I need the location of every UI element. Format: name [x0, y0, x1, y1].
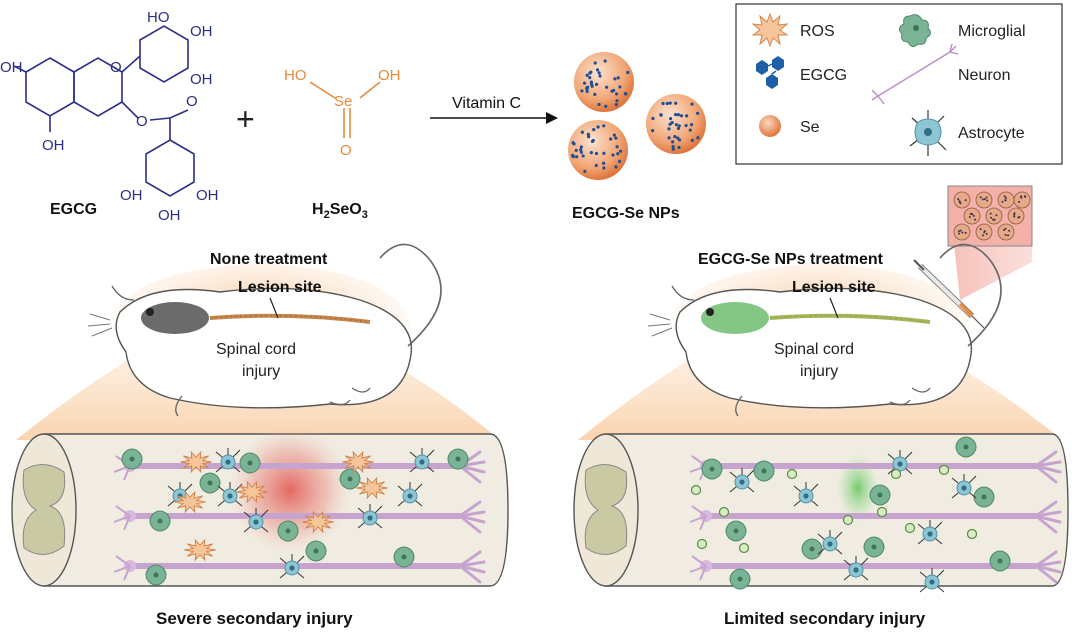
atom-oh-gallate-right: OH — [196, 187, 219, 204]
left-lesion-label: Lesion site — [238, 279, 322, 296]
nanoparticle-1 — [574, 52, 634, 112]
right-caption: Limited secondary injury — [724, 609, 926, 628]
atom-oh-acid: OH — [378, 67, 401, 84]
np-box-particles — [953, 191, 1031, 241]
se-icon — [759, 115, 781, 137]
atom-ho-acid: HO — [284, 67, 307, 84]
left-cells — [113, 448, 486, 586]
atom-oh-gallate-bottom: OH — [158, 207, 181, 224]
reagent-label: Vitamin C — [452, 95, 521, 112]
left-panel: None treatment Lesion site Spinal cord i… — [11, 243, 509, 628]
egcg-label: EGCG — [50, 201, 97, 218]
left-injury-label-line2: injury — [242, 363, 280, 380]
egcg-structure — [13, 25, 195, 197]
atom-oh-a-ring-left: OH — [0, 59, 23, 76]
ros-icon — [751, 12, 789, 48]
right-injury-label-line1: Spinal cord — [774, 341, 854, 358]
right-cells — [689, 436, 1062, 593]
left-mouse — [87, 243, 442, 417]
atom-oh-top-right: OH — [190, 23, 213, 40]
left-caption: Severe secondary injury — [156, 609, 353, 628]
atom-o-carbonyl: O — [186, 93, 198, 110]
legend: ROS EGCG Se Microglial Neuron — [735, 3, 1063, 165]
right-lesion-label: Lesion site — [792, 279, 876, 296]
left-treatment-label: None treatment — [210, 251, 328, 268]
atom-oh-b-ring: OH — [190, 71, 213, 88]
atom-oh-gallate-left: OH — [120, 187, 143, 204]
legend-ros: ROS — [800, 23, 835, 40]
right-mouse — [647, 243, 1002, 417]
reaction-arrow — [430, 112, 558, 124]
atom-ho-top: HO — [147, 9, 170, 26]
atom-o-acid: O — [340, 142, 352, 159]
legend-microglial: Microglial — [958, 23, 1026, 40]
legend-se: Se — [800, 119, 820, 136]
legend-egcg: EGCG — [800, 67, 847, 84]
right-panel: EGCG-Se NPs treatment Lesion site Spinal… — [573, 185, 1069, 628]
atom-oh-a-ring-bottom: OH — [42, 137, 65, 154]
right-injury-label-line2: injury — [800, 363, 838, 380]
astrocyte-icon — [909, 110, 947, 156]
right-lesion-zone — [836, 452, 880, 524]
acid-label: H2SeO3 — [312, 201, 368, 221]
nanoparticle-2 — [646, 94, 706, 154]
product-label: EGCG-Se NPs — [572, 205, 680, 222]
nanoparticle-cluster — [568, 52, 706, 180]
microglial-icon — [898, 14, 932, 48]
atom-o-ring: O — [110, 59, 122, 76]
atom-o-ester: O — [136, 113, 148, 130]
legend-astrocyte: Astrocyte — [958, 125, 1025, 142]
legend-neuron: Neuron — [958, 67, 1010, 84]
egcg-icon — [756, 56, 784, 89]
atom-se-acid: Se — [334, 93, 352, 110]
plus-sign: + — [236, 101, 255, 137]
syringe-icon — [913, 259, 985, 329]
nanoparticle-3 — [568, 120, 628, 180]
right-treatment-label: EGCG-Se NPs treatment — [698, 251, 884, 268]
left-injury-label-line1: Spinal cord — [216, 341, 296, 358]
neuron-icon — [871, 43, 959, 105]
selenous-acid-structure — [309, 81, 381, 138]
